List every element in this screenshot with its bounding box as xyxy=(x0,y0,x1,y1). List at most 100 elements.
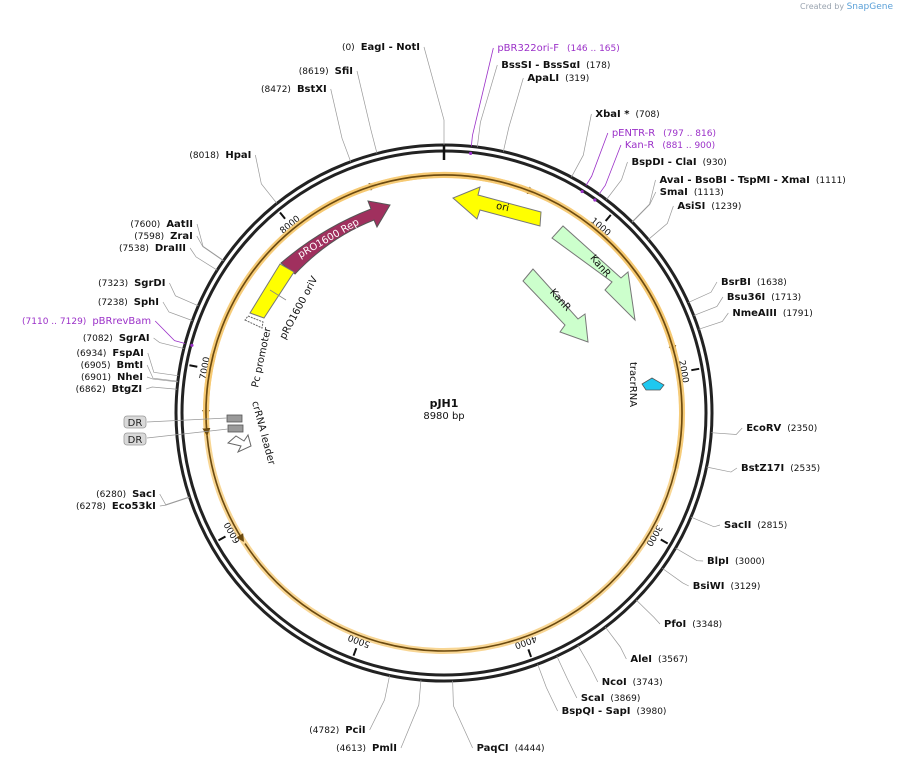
enzyme-site-ecorv[interactable]: EcoRV(2350) xyxy=(746,423,817,434)
enzyme-leader xyxy=(577,645,599,683)
enzyme-site-nmeaiii[interactable]: NmeAIII (1791) xyxy=(732,308,812,319)
feature-pc-promoter[interactable]: Pc promoter xyxy=(244,315,274,389)
primer-pentr-r[interactable]: pENTR-R(797 .. 816) xyxy=(612,128,716,139)
enzyme-site-pfoi[interactable]: PfoI(3348) xyxy=(664,619,722,630)
enzyme-site-sgrai[interactable]: SgrAI(7082) xyxy=(83,333,150,344)
scale-tick xyxy=(527,649,533,658)
enzyme-site-btgzi[interactable]: BtgZI(6862) xyxy=(76,384,142,395)
enzyme-position: (3348) xyxy=(692,620,722,630)
enzyme-leader xyxy=(605,626,627,660)
enzyme-site-smai[interactable]: SmaI(1113) xyxy=(660,187,724,198)
enzyme-position: (1638) xyxy=(757,278,787,288)
enzyme-name: BspQI - SapI xyxy=(562,706,631,717)
enzyme-position: (4782) xyxy=(309,726,339,736)
enzyme-position: (6934) xyxy=(76,349,106,359)
enzyme-position: (6278) xyxy=(76,502,106,512)
enzyme-name: NmeAIII xyxy=(732,308,776,319)
enzyme-leader xyxy=(648,205,674,240)
primer-kan-r[interactable]: Kan-R (881 .. 900) xyxy=(625,140,715,151)
enzyme-site-fspai[interactable]: FspAI(6934) xyxy=(76,348,143,359)
enzyme-position: (0) xyxy=(342,43,355,53)
enzyme-name: BlpI xyxy=(707,556,729,567)
enzyme-site-bsssi-bsss-i[interactable]: BssSI - BssSαI(178) xyxy=(501,60,610,71)
enzyme-name: ZraI xyxy=(170,231,193,242)
enzyme-leader-lines xyxy=(146,46,743,749)
enzyme-leader xyxy=(502,77,524,152)
enzyme-site-bstxi[interactable]: BstXI(8472) xyxy=(261,84,327,95)
enzyme-site-bmti[interactable]: BmtI(6905) xyxy=(81,360,143,371)
feature-ori[interactable]: ori xyxy=(452,186,542,227)
enzyme-position: (708) xyxy=(635,110,659,120)
feature-crrna-leader[interactable]: crRNA leader xyxy=(226,400,277,467)
enzyme-site-scai[interactable]: ScaI(3869) xyxy=(581,693,641,704)
primer-pbr322ori-f[interactable]: pBR322ori-F(146 .. 165) xyxy=(497,43,619,54)
enzyme-site-pcii[interactable]: PciI(4782) xyxy=(309,725,365,736)
enzyme-site-paqci[interactable]: PaqCI(4444) xyxy=(477,743,545,754)
crrna-leader-label: crRNA leader xyxy=(249,400,277,467)
scale-tick xyxy=(218,535,226,542)
orf-arrow[interactable] xyxy=(587,222,677,354)
enzyme-site-bsu36i[interactable]: Bsu36I(1713) xyxy=(727,292,801,303)
enzyme-leader xyxy=(356,70,378,154)
enzyme-site-sgrdi[interactable]: SgrDI(7323) xyxy=(98,278,165,289)
primer-range: (881 .. 900) xyxy=(662,141,715,151)
enzyme-name: BspDI - ClaI xyxy=(631,157,696,168)
scale-tick xyxy=(604,214,612,222)
enzyme-position: (4444) xyxy=(515,744,545,754)
orf-arrow[interactable] xyxy=(202,174,683,652)
enzyme-site-sphi[interactable]: SphI(7238) xyxy=(98,297,159,308)
enzyme-site-bstz17i[interactable]: BstZ17I(2535) xyxy=(741,463,820,474)
enzyme-name: NcoI xyxy=(602,677,627,688)
enzyme-site-pmli[interactable]: PmlI(4613) xyxy=(336,743,397,754)
enzyme-name: BstZ17I xyxy=(741,463,784,474)
enzyme-name: BsrBI xyxy=(721,277,751,288)
enzyme-leader xyxy=(606,161,628,200)
feature-tracrrna[interactable]: tracrRNA xyxy=(627,362,665,407)
primer-name: pENTR-R xyxy=(612,128,655,139)
enzyme-site-bsrbi[interactable]: BsrBI (1638) xyxy=(721,277,787,288)
feature-pro1600-rep[interactable]: pRO1600 Rep xyxy=(280,200,391,275)
enzyme-site-bspqi-sapi[interactable]: BspQI - SapI(3980) xyxy=(562,706,667,717)
enzyme-leader xyxy=(146,364,178,382)
enzyme-position: (6905) xyxy=(81,361,111,371)
enzyme-site-draiii[interactable]: DraIII(7538) xyxy=(119,243,186,254)
enzyme-site-hpai[interactable]: HpaI(8018) xyxy=(189,150,251,161)
primer-leader xyxy=(598,144,622,195)
orf-highlight xyxy=(586,221,678,354)
feature-dr-2[interactable]: DR xyxy=(123,424,244,446)
enzyme-site-blpi[interactable]: BlpI(3000) xyxy=(707,556,765,567)
enzyme-leader xyxy=(369,675,390,731)
enzyme-site-sfii[interactable]: SfiI(8619) xyxy=(299,66,353,77)
enzyme-site-alei[interactable]: AleI(3567) xyxy=(630,654,688,665)
enzyme-site-bspdi-clai[interactable]: BspDI - ClaI (930) xyxy=(631,157,726,168)
enzyme-position: (1791) xyxy=(783,309,813,319)
primer-site-mark xyxy=(593,198,597,202)
scale-tick xyxy=(189,364,198,368)
enzyme-site-asisi[interactable]: AsiSI(1239) xyxy=(677,201,741,212)
enzyme-site-nhei[interactable]: NheI(6901) xyxy=(81,372,143,383)
primer-pbrrevbam[interactable]: pBRrevBam(7110 .. 7129) xyxy=(22,316,151,327)
enzyme-site-bsiwi[interactable]: BsiWI(3129) xyxy=(693,581,761,592)
feature-pro1600-oriv[interactable]: pRO1600 oriV xyxy=(249,263,320,341)
enzyme-name: SfiI xyxy=(335,66,353,77)
enzyme-leader xyxy=(153,337,184,349)
feature-dr-1[interactable]: DR xyxy=(123,414,243,429)
enzyme-name: AvaI - BsoBI - TspMI - XmaI xyxy=(660,175,810,186)
enzyme-site-eco53ki[interactable]: Eco53kI(6278) xyxy=(76,501,156,512)
enzyme-site-aatii[interactable]: AatII(7600) xyxy=(130,219,193,230)
enzyme-position: (7538) xyxy=(119,244,149,254)
enzyme-position: (930) xyxy=(703,158,727,168)
enzyme-site-zrai[interactable]: ZraI(7598) xyxy=(134,231,193,242)
enzyme-site-xbai[interactable]: XbaI *(708) xyxy=(595,109,659,120)
primer-site-mark xyxy=(190,343,194,347)
enzyme-site-ncoi[interactable]: NcoI(3743) xyxy=(602,677,663,688)
enzyme-site-apali[interactable]: ApaLI(319) xyxy=(527,73,589,84)
enzyme-leader xyxy=(711,427,743,435)
primer-name: Kan-R xyxy=(625,140,654,151)
enzyme-site-sacii[interactable]: SacII(2815) xyxy=(724,520,787,531)
feature-kanr-2[interactable]: KanR xyxy=(522,268,589,343)
enzyme-site-eagi-noti[interactable]: EagI - NotI(0) xyxy=(342,42,420,53)
enzyme-position: (2350) xyxy=(787,424,817,434)
enzyme-site-avai-bsobi-tspmi-xmai[interactable]: AvaI - BsoBI - TspMI - XmaI(1111) xyxy=(660,175,846,186)
enzyme-site-saci[interactable]: SacI(6280) xyxy=(96,489,156,500)
